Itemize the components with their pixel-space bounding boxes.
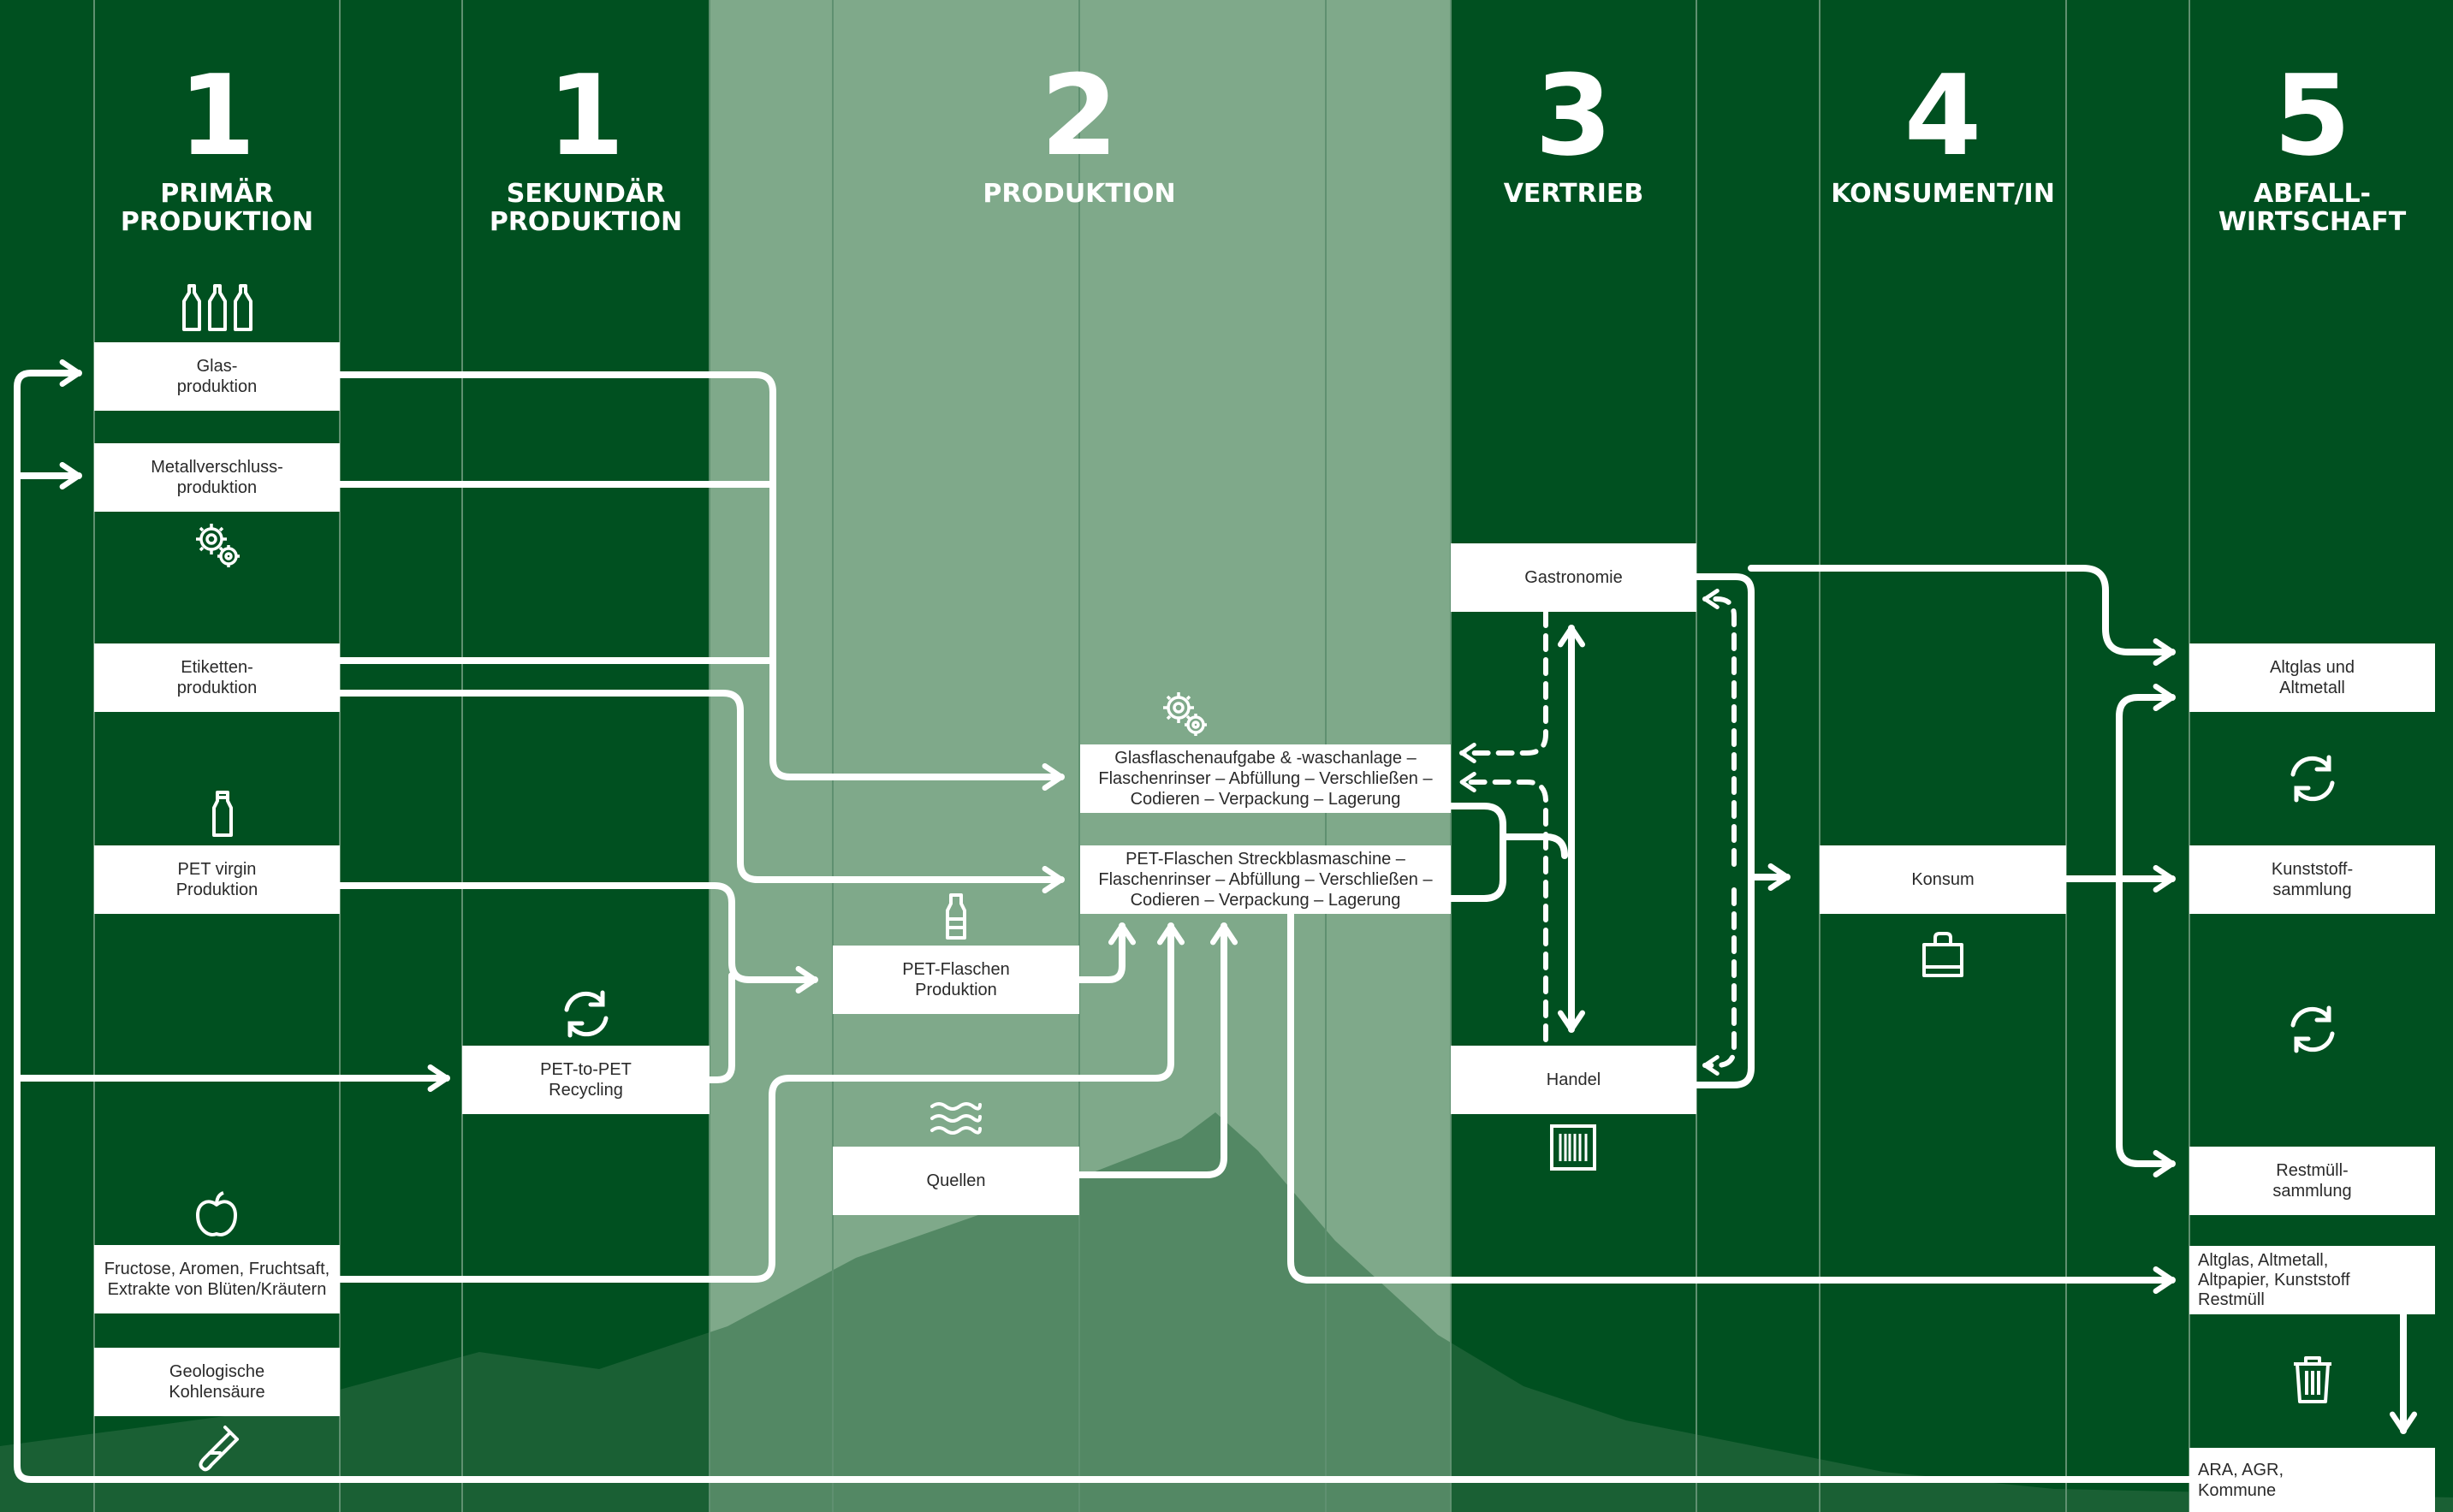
- stage-label: VERTRIEB: [1503, 179, 1644, 209]
- mountain-silhouette: [0, 1112, 2453, 1512]
- dashed-gastro-return: [1459, 609, 1548, 763]
- box-konsum: Konsum: [1820, 845, 2066, 914]
- dashed-konsum-return-bottom: [1702, 887, 1737, 1076]
- box-mixed-waste: Altglas, Altmetall, Altpapier, Kunststof…: [2189, 1246, 2435, 1314]
- column-grid: [93, 0, 2190, 1512]
- box-handel: Handel: [1451, 1046, 1696, 1114]
- stage-number: 1: [547, 50, 625, 181]
- box-quellen: Quellen: [833, 1147, 1079, 1215]
- bottles-icon: [182, 284, 252, 331]
- box-fructose-aromen: Fructose, Aromen, Fruchtsaft, Extrakte v…: [94, 1245, 340, 1313]
- box-metallverschluss-produktion: Metallverschluss- produktion: [94, 443, 340, 512]
- stage-number: 4: [1904, 50, 1982, 181]
- flow-etiketten-to-pet: [336, 690, 1065, 893]
- stage-number: 1: [178, 50, 256, 181]
- stage-header-primary: 1 PRIMÄR PRODUKTION: [94, 60, 340, 236]
- stage-label: KONSUMENT/IN: [1831, 179, 2055, 209]
- gears-icon: [196, 524, 240, 567]
- recycle-icon: [2290, 755, 2335, 803]
- box-pet-flaschen-anlage: PET-Flaschen Streckblasmaschine – Flasch…: [1080, 845, 1451, 914]
- recycle-icon: [2290, 1005, 2335, 1053]
- box-etiketten-produktion: Etiketten- produktion: [94, 643, 340, 712]
- stage-label: ABFALL- WIRTSCHAFT: [2218, 179, 2407, 237]
- stage-label: SEKUNDÄR PRODUKTION: [489, 179, 683, 237]
- flow-pet-to-mixed: [1287, 910, 2176, 1294]
- dashed-konsum-return-top: [1702, 589, 1737, 867]
- stage-header-distribution: 3 VERTRIEB: [1451, 60, 1696, 208]
- flow-to-altglas-lower: [2116, 684, 2176, 1177]
- shopping-bag-icon: [1922, 932, 1963, 977]
- stage-number: 5: [2273, 50, 2351, 181]
- box-glasflaschen-anlage: Glasflaschenaufgabe & -waschanlage – Fla…: [1080, 744, 1451, 813]
- barcode-icon: [1550, 1124, 1596, 1171]
- stage-header-waste: 5 ABFALL- WIRTSCHAFT: [2189, 60, 2435, 236]
- pet-bottle-icon: [946, 893, 966, 940]
- box-ara-agr-kommune: ARA, AGR, Kommune: [2189, 1448, 2435, 1512]
- flow-gastro-to-altglas: [1748, 565, 2176, 666]
- waves-icon: [930, 1102, 982, 1135]
- flow-vertrieb-to-konsum: [1693, 573, 1787, 1088]
- flow-petvirgin-to-petflaschen: [336, 882, 818, 993]
- box-geologische-kohlensaeure: Geologische Kohlensäure: [94, 1348, 340, 1416]
- pet-bottle-icon: [212, 791, 233, 837]
- dashed-handel-return: [1459, 772, 1548, 1042]
- flow-return-loop: [14, 359, 2193, 1483]
- box-pet-flaschen-produktion: PET-Flaschen Produktion: [833, 946, 1079, 1014]
- box-altglas-altmetall: Altglas und Altmetall: [2189, 643, 2435, 712]
- stage-label: PRODUKTION: [983, 179, 1176, 209]
- flow-petflaschen-to-anlage: [1076, 922, 1136, 983]
- flow-quellen-to-anlage: [1076, 922, 1238, 1178]
- box-restmuellsammlung: Restmüll- sammlung: [2189, 1147, 2435, 1215]
- flow-fructose-to-anlage: [336, 922, 1185, 1283]
- stage-header-production: 2 PRODUKTION: [833, 60, 1326, 208]
- box-pet-to-pet-recycling: PET-to-PET Recycling: [462, 1046, 710, 1114]
- flow-glas-to-anlage: [336, 371, 1065, 791]
- gears-icon: [1163, 692, 1207, 736]
- stage-header-secondary: 1 SEKUNDÄR PRODUKTION: [462, 60, 710, 236]
- stage-number: 2: [1040, 50, 1119, 181]
- box-glas-produktion: Glas- produktion: [94, 342, 340, 411]
- stage-number: 3: [1535, 50, 1613, 181]
- flow-recycling-join: [706, 972, 735, 1083]
- stage-header-consumer: 4 KONSUMENT/IN: [1820, 60, 2066, 208]
- box-gastronomie: Gastronomie: [1451, 543, 1696, 612]
- box-kunststoffsammlung: Kunststoff- sammlung: [2189, 845, 2435, 914]
- box-pet-virgin: PET virgin Produktion: [94, 845, 340, 914]
- test-tube-icon: [199, 1426, 239, 1472]
- apple-icon: [196, 1191, 237, 1236]
- trash-icon: [2294, 1356, 2331, 1403]
- recycle-icon: [564, 990, 609, 1038]
- stage-label: PRIMÄR PRODUKTION: [120, 179, 314, 237]
